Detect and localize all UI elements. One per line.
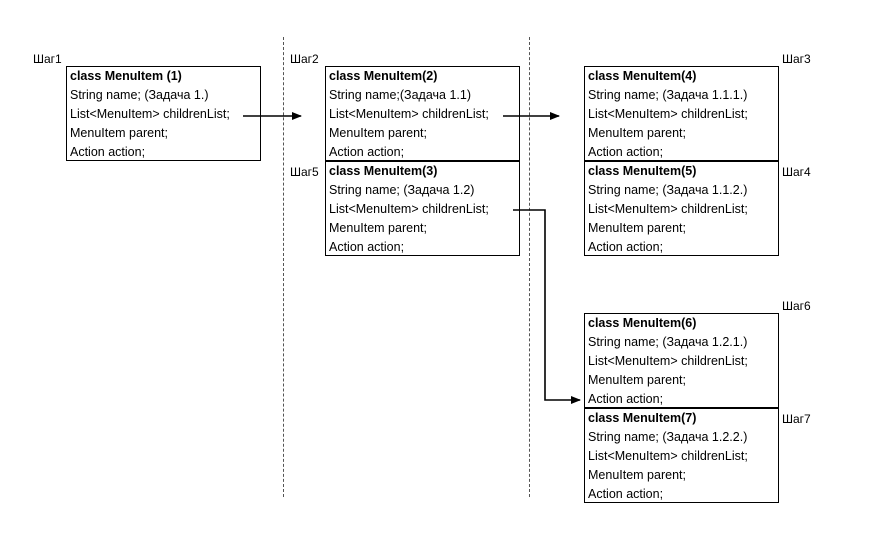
field-action: Action action; bbox=[329, 145, 405, 159]
field-parent: MenuItem parent; bbox=[70, 126, 168, 140]
class-box-menuitem-2: class MenuItem(2) String name;(Задача 1.… bbox=[325, 66, 520, 161]
class-box-menuitem-4: class MenuItem(4) String name; (Задача 1… bbox=[584, 66, 779, 161]
class-title: class MenuItem(7) bbox=[588, 411, 697, 425]
field-name: String name;(Задача 1.1) bbox=[329, 88, 471, 102]
class-box-menuitem-6: class MenuItem(6) String name; (Задача 1… bbox=[584, 313, 779, 408]
field-children-list: List<MenuItem> childrenList; bbox=[70, 107, 230, 121]
field-children-list: List<MenuItem> childrenList; bbox=[588, 449, 748, 463]
class-box-menuitem-1: class MenuItem (1) String name; (Задача … bbox=[66, 66, 261, 161]
arrow-box3-to-box6 bbox=[513, 209, 581, 404]
class-title: class MenuItem(6) bbox=[588, 316, 697, 330]
class-title: class MenuItem(2) bbox=[329, 69, 438, 83]
field-children-list: List<MenuItem> childrenList; bbox=[588, 107, 748, 121]
field-action: Action action; bbox=[588, 240, 664, 254]
field-action: Action action; bbox=[588, 487, 664, 501]
step-label-4: Шаг4 bbox=[782, 165, 811, 179]
class-box-menuitem-5: class MenuItem(5) String name; (Задача 1… bbox=[584, 161, 779, 256]
step-label-7: Шаг7 bbox=[782, 412, 811, 426]
class-title: class MenuItem(3) bbox=[329, 164, 438, 178]
field-parent: MenuItem parent; bbox=[588, 221, 686, 235]
class-title: class MenuItem(4) bbox=[588, 69, 697, 83]
class-box-menuitem-3: class MenuItem(3) String name; (Задача 1… bbox=[325, 161, 520, 256]
field-name: String name; (Задача 1.1.1.) bbox=[588, 88, 748, 102]
field-children-list: List<MenuItem> childrenList; bbox=[329, 107, 489, 121]
field-parent: MenuItem parent; bbox=[588, 373, 686, 387]
field-action: Action action; bbox=[588, 392, 664, 406]
class-box-menuitem-7: class MenuItem(7) String name; (Задача 1… bbox=[584, 408, 779, 503]
field-name: String name; (Задача 1.2.1.) bbox=[588, 335, 748, 349]
field-name: String name; (Задача 1.2) bbox=[329, 183, 475, 197]
separator-line-1 bbox=[283, 37, 284, 497]
step-label-6: Шаг6 bbox=[782, 299, 811, 313]
step-label-2: Шаг2 bbox=[290, 52, 319, 66]
field-parent: MenuItem parent; bbox=[588, 126, 686, 140]
field-name: String name; (Задача 1.) bbox=[70, 88, 209, 102]
field-name: String name; (Задача 1.1.2.) bbox=[588, 183, 748, 197]
field-children-list: List<MenuItem> childrenList; bbox=[329, 202, 489, 216]
class-title: class MenuItem (1) bbox=[70, 69, 182, 83]
step-label-1: Шаг1 bbox=[33, 52, 62, 66]
field-action: Action action; bbox=[70, 145, 146, 159]
field-name: String name; (Задача 1.2.2.) bbox=[588, 430, 748, 444]
field-children-list: List<MenuItem> childrenList; bbox=[588, 202, 748, 216]
class-title: class MenuItem(5) bbox=[588, 164, 697, 178]
separator-line-2 bbox=[529, 37, 530, 497]
field-children-list: List<MenuItem> childrenList; bbox=[588, 354, 748, 368]
field-parent: MenuItem parent; bbox=[588, 468, 686, 482]
field-parent: MenuItem parent; bbox=[329, 126, 427, 140]
step-label-3: Шаг3 bbox=[782, 52, 811, 66]
field-action: Action action; bbox=[588, 145, 664, 159]
field-action: Action action; bbox=[329, 240, 405, 254]
step-label-5: Шаг5 bbox=[290, 165, 319, 179]
field-parent: MenuItem parent; bbox=[329, 221, 427, 235]
